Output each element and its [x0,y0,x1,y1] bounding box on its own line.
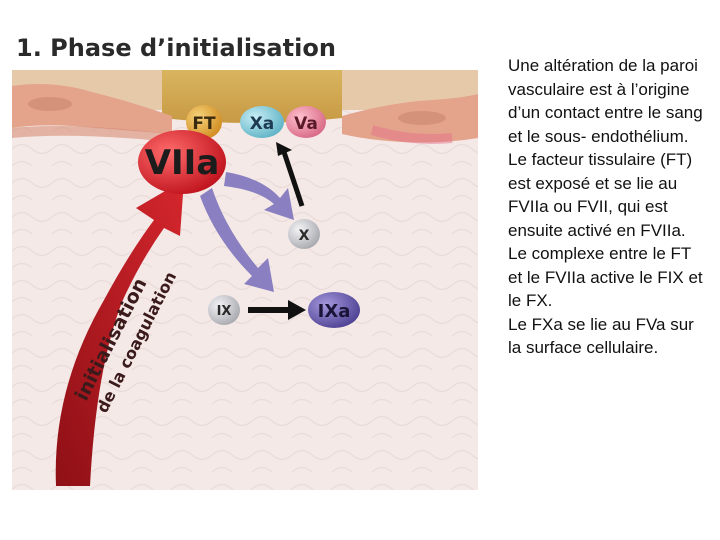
factor-ft-node: FT [186,105,222,139]
factor-ix-label: IX [217,304,232,319]
initiation-arrow [55,180,184,486]
coagulation-diagram: 1. Phase d’initialisation initialisation… [12,30,478,490]
activation-arrow-to-ix [200,188,274,292]
factor-viia-node: VIIa [138,130,226,194]
figure-title: 1. Phase d’initialisation [16,34,336,62]
factor-viia-label: VIIa [145,143,220,183]
factor-ft-label: FT [192,114,216,134]
factor-ix-node: IX [208,295,240,325]
activation-arrow-to-x [224,172,294,220]
arrow-x-to-xa [276,142,305,207]
factor-va-label: Va [294,114,318,134]
caption-paragraph: Le FXa se lie au FVa sur la surface cell… [508,314,694,358]
endothelium-layer [12,84,172,134]
factor-va-node: Va [286,106,326,138]
caption-paragraph: Le facteur tissulaire (FT) est exposé et… [508,150,693,240]
factor-x-node: X [288,219,320,249]
factor-ixa-label: IXa [318,301,351,322]
factor-xa-node: Xa [240,106,284,138]
explanation-text: Une altération de la paroi vasculaire es… [508,54,708,360]
arrow-ix-to-ixa [248,300,306,320]
caption-paragraph: Le complexe entre le FT et le FVIIa acti… [508,244,703,310]
caption-paragraph: Une altération de la paroi vasculaire es… [508,56,703,146]
factor-x-label: X [299,228,310,244]
factor-xa-label: Xa [250,114,275,134]
factor-ixa-node: IXa [308,292,360,328]
